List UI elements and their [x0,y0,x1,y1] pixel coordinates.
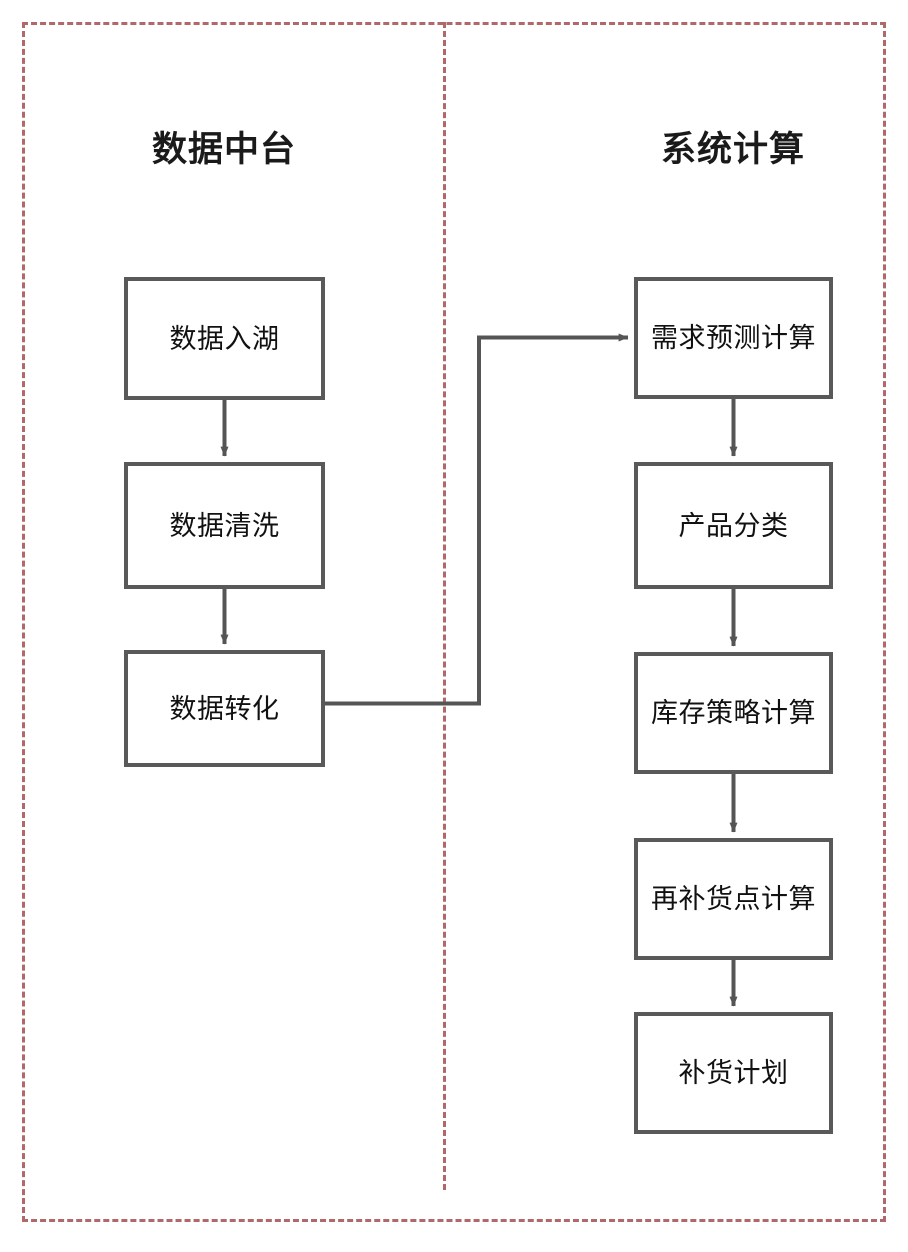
node-reorder-point[interactable]: 再补货点计算 [634,838,833,960]
node-label: 数据入湖 [169,323,280,354]
node-replenish-plan[interactable]: 补货计划 [634,1012,833,1134]
lane-divider [443,22,446,1190]
edge-data-transform-to-demand-forecast [325,333,629,706]
node-product-category[interactable]: 产品分类 [634,462,833,589]
lane-title-system-computation: 系统计算 [660,130,805,169]
node-label: 数据清洗 [169,510,280,541]
node-label: 补货计划 [678,1058,789,1088]
node-label: 需求预测计算 [651,323,816,353]
node-label: 数据转化 [169,693,280,724]
node-label: 产品分类 [678,510,789,541]
node-inventory-policy[interactable]: 库存策略计算 [634,652,833,774]
node-data-transform[interactable]: 数据转化 [124,650,325,767]
node-data-lake[interactable]: 数据入湖 [124,277,325,400]
node-demand-forecast[interactable]: 需求预测计算 [634,277,833,399]
node-data-clean[interactable]: 数据清洗 [124,462,325,589]
node-label: 再补货点计算 [651,884,816,914]
node-label: 库存策略计算 [651,698,816,728]
lane-title-data-middle-platform: 数据中台 [151,130,296,169]
